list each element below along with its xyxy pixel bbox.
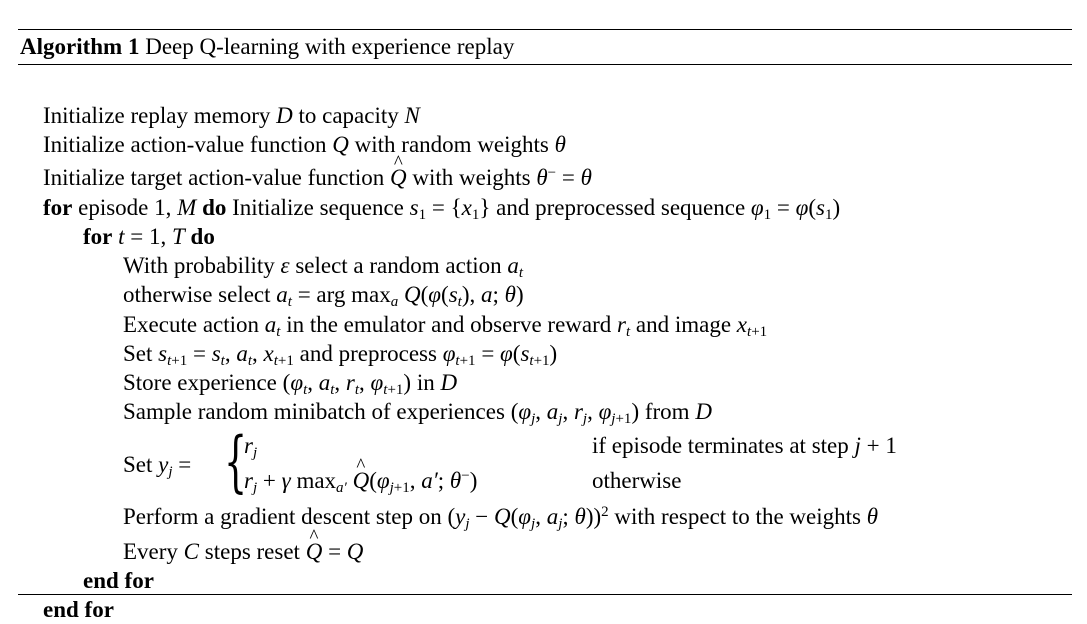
case-1-condition: if episode terminates at step j + 1 <box>592 433 897 458</box>
algorithm-title: Deep Q-learning with experience replay <box>145 34 515 59</box>
line-for-t: for t = 1, T do <box>83 224 215 249</box>
caption-rule <box>18 64 1072 65</box>
line-probability: With probability ε select a random actio… <box>123 253 524 281</box>
top-rule <box>18 29 1072 30</box>
line-sample-minibatch: Sample random minibatch of experiences (… <box>123 399 712 427</box>
algorithm-caption: Algorithm 1 Deep Q-learning with experie… <box>18 30 1072 64</box>
line-init-target: Initialize target action-value function … <box>43 164 592 192</box>
cases-brace: { <box>224 423 248 500</box>
line-execute-action: Execute action at in the emulator and ob… <box>123 312 768 340</box>
case-2-condition: otherwise <box>592 468 682 493</box>
case-2-value: rj + γ maxa′ Q(φj+1, a′; θ−) <box>244 467 477 496</box>
line-set-state: Set st+1 = st, at, xt+1 and preprocess φ… <box>123 341 558 369</box>
line-init-q: Initialize action-value function Q with … <box>43 132 566 157</box>
line-set-y-label: Set yj = <box>123 452 192 480</box>
line-for-episode: for episode 1, M do Initialize sequence … <box>43 195 841 223</box>
line-gradient-step: Perform a gradient descent step on (yj −… <box>123 504 879 532</box>
algorithm-label: Algorithm 1 <box>20 34 140 59</box>
line-otherwise-select: otherwise select at = arg maxa Q(φ(st), … <box>123 282 524 310</box>
line-every-c-steps: Every C steps reset Q = Q <box>123 538 363 566</box>
line-end-for-inner: end for <box>83 568 154 593</box>
line-init-memory: Initialize replay memory D to capacity N <box>43 103 420 128</box>
bottom-rule <box>18 594 1072 595</box>
algorithm-box: Algorithm 1 Deep Q-learning with experie… <box>18 29 1072 622</box>
line-end-for-outer: end for <box>43 597 114 622</box>
line-store-experience: Store experience (φt, at, rt, φt+1) in D <box>123 370 458 398</box>
case-1-value: rj <box>244 433 258 461</box>
